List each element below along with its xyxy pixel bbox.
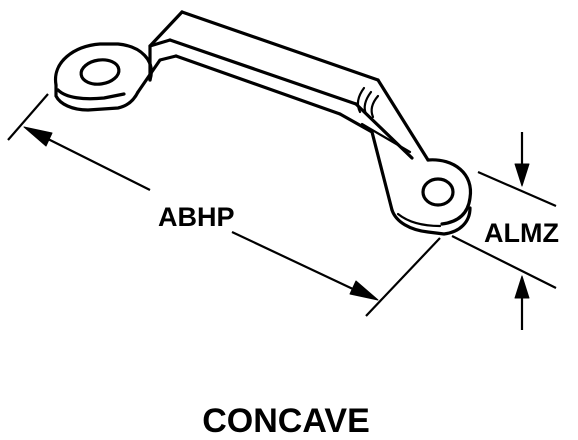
bridge-top-front-edge [168,38,358,106]
thickness-arrowhead-lower [514,275,530,299]
length-dimension-line-left-segment [37,133,151,191]
right-leg-outer-edge [376,78,430,162]
right-leg-shading-line [360,122,412,154]
left-eyelet-edge [54,83,140,112]
left-mounting-hole [79,58,121,86]
thickness-dimension: ALMZ [451,132,559,330]
right-leg-inner-edge [338,112,394,212]
thickness-extension-line-lower [451,235,557,289]
bridge-top-back-edge [180,10,380,82]
right-eyelet-edge [390,206,472,236]
right-leg-top-face-edge [354,102,414,160]
length-dimension-label: ABHP [158,202,235,232]
right-eyelet-underside-line [396,212,442,228]
length-extension-line-right [365,237,441,317]
bend-hatch-mark-2 [363,90,373,116]
thickness-dimension-label: ALMZ [484,218,559,248]
length-extension-line-left [7,93,49,141]
length-arrowhead-left [23,126,53,147]
left-leg-back-edge [148,38,172,48]
bracket-part [54,10,473,236]
right-mounting-hole [421,177,455,207]
thickness-extension-line-upper [477,170,557,208]
left-leg-inner-edge [136,54,178,94]
right-eyelet-top-face [426,158,473,226]
diagram-caption: CONCAVE [202,402,370,440]
length-dimension-line-right-segment [231,231,373,299]
left-eyelet-underside-line [56,88,126,101]
length-dimension: ABHP [7,93,441,317]
bridge-bottom-edge [174,54,342,116]
length-arrowhead-right [349,280,379,301]
bend-hatch-mark-1 [356,86,366,114]
thickness-arrowhead-upper [514,163,530,187]
bend-hatch-mark-3 [370,94,380,119]
left-eyelet-top-face [54,42,153,87]
